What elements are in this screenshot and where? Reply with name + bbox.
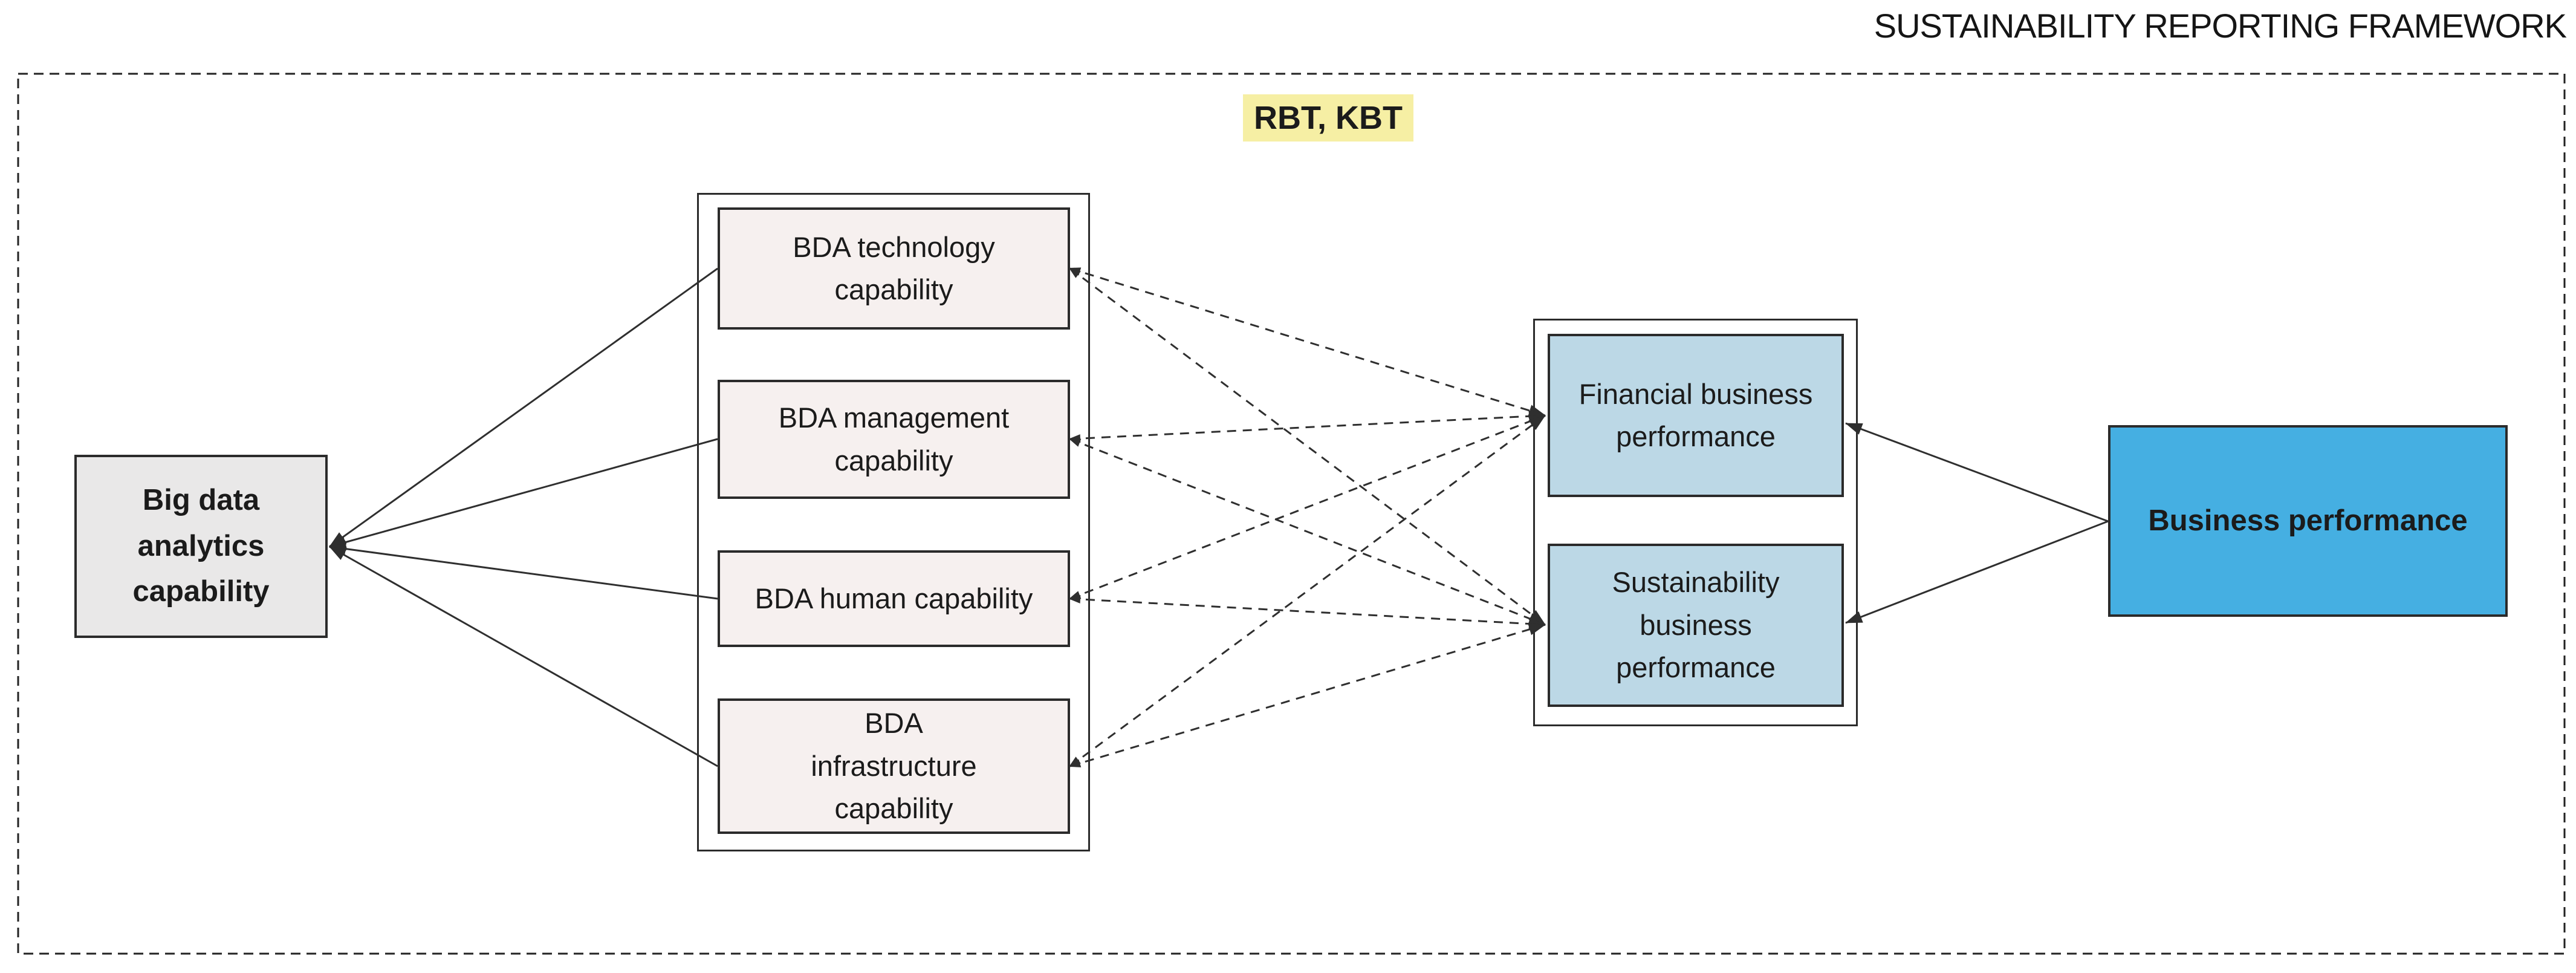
node-financial-business-performance: Financial business performance xyxy=(1548,334,1844,497)
edge-human-to-sus-dashed xyxy=(1068,594,1546,630)
edge-mgmt-to-sus-dashed xyxy=(1068,438,1546,626)
node-label: Big data analytics capability xyxy=(132,483,270,608)
node-label: BDA human capability xyxy=(754,582,1033,614)
edge-tech-to-bdac-solid xyxy=(329,267,718,548)
edge-human-to-bdac-solid xyxy=(329,542,718,600)
edge-biz-to-fin-solid xyxy=(1845,422,2109,522)
node-bda-human-capability: BDA human capability xyxy=(718,550,1070,647)
edge-infra-to-fin-dashed xyxy=(1068,414,1546,767)
node-label: Sustainability business performance xyxy=(1612,566,1780,684)
edge-tech-to-sus-dashed xyxy=(1068,267,1546,626)
node-label: Financial business performance xyxy=(1578,377,1813,453)
node-label: BDA management capability xyxy=(778,402,1010,477)
node-bda-technology-capability: BDA technology capability xyxy=(718,207,1070,330)
node-label: BDA technology capability xyxy=(793,230,995,306)
edge-mgmt-to-bdac-solid xyxy=(329,438,718,548)
node-business-performance: Business performance xyxy=(2108,425,2508,617)
node-label: Business performance xyxy=(2148,504,2468,537)
diagram-title: SUSTAINABILITY REPORTING FRAMEWORK xyxy=(1874,7,2567,45)
node-bda-management-capability: BDA management capability xyxy=(718,380,1070,499)
edge-biz-to-sus-solid xyxy=(1845,520,2109,624)
node-label: BDA infrastructure capability xyxy=(811,707,977,825)
edge-mgmt-to-fin-dashed xyxy=(1068,410,1546,443)
edge-human-to-fin-dashed xyxy=(1068,414,1546,600)
node-big-data-analytics-capability: Big data analytics capability xyxy=(74,455,328,638)
edge-infra-to-bdac-solid xyxy=(329,545,718,767)
node-sustainability-business-performance: Sustainability business performance xyxy=(1548,544,1844,707)
theory-label: RBT, KBT xyxy=(1243,94,1413,142)
edge-infra-to-sus-dashed xyxy=(1068,623,1546,767)
edge-tech-to-fin-dashed xyxy=(1068,267,1546,417)
node-bda-infrastructure-capability: BDA infrastructure capability xyxy=(718,698,1070,834)
